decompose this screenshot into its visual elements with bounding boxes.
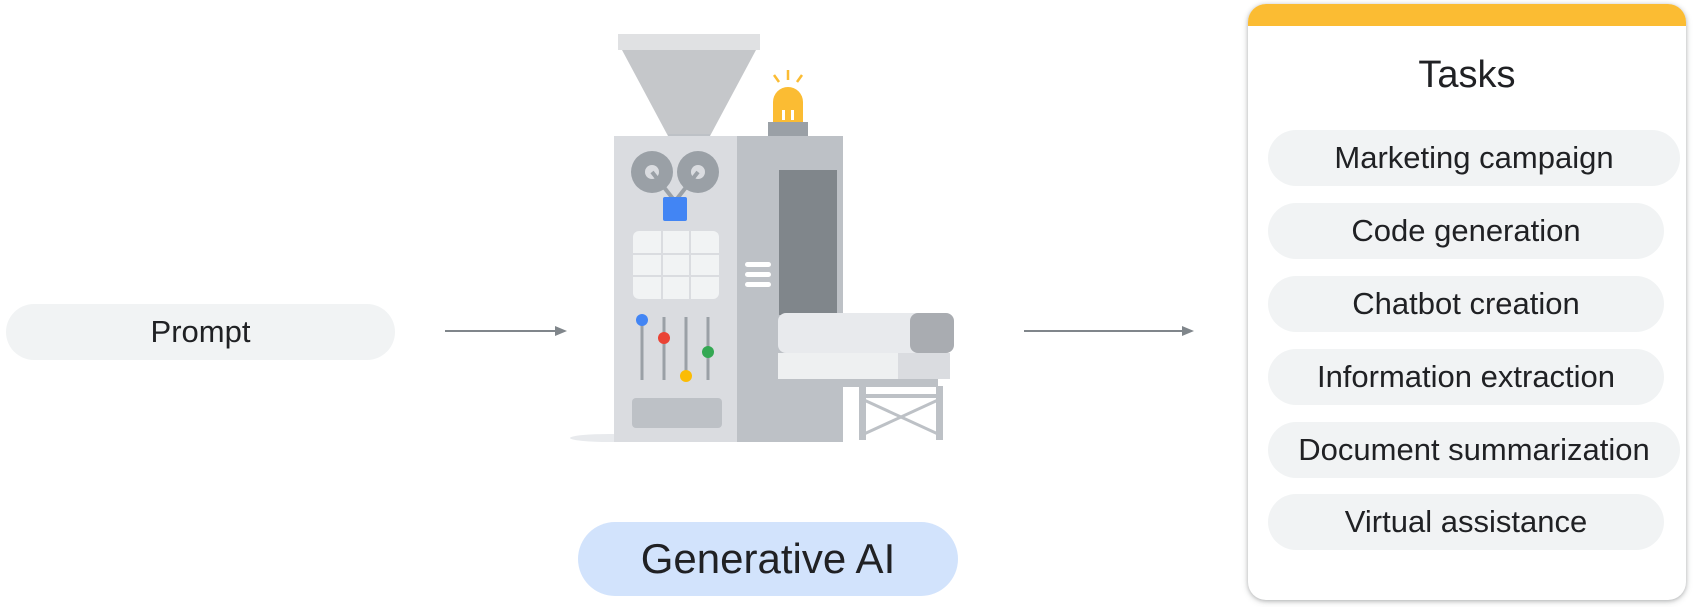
red-slider-knob [658, 332, 670, 344]
yellow-slider-knob [680, 370, 692, 382]
blue-slider-knob [636, 314, 648, 326]
machine-window [779, 170, 837, 315]
grid-panel [633, 231, 719, 299]
hopper-lid [618, 34, 760, 50]
tasks-header-bar [1248, 4, 1686, 26]
arrow-to-model [445, 326, 567, 336]
task-label: Information extraction [1316, 359, 1616, 394]
warning-light-icon [773, 87, 803, 122]
task-pill: Marketing campaign [1268, 130, 1680, 186]
generative-ai-label: Generative AI [578, 522, 958, 596]
prompt-pill: Prompt [6, 304, 395, 360]
tasks-title: Tasks [1418, 54, 1516, 96]
task-label: Document summarization [1298, 432, 1650, 467]
task-label: Code generation [1351, 213, 1581, 248]
generative-ai-text: Generative AI [640, 535, 896, 582]
task-pill: Code generation [1268, 203, 1664, 259]
tasks-card: Tasks Marketing campaign Code generation… [1248, 4, 1686, 600]
conveyor-top [778, 313, 950, 353]
task-pill: Document summarization [1268, 422, 1680, 478]
blue-block [663, 197, 687, 221]
hopper [622, 50, 756, 136]
task-pill: Chatbot creation [1268, 276, 1664, 332]
task-label: Virtual assistance [1344, 504, 1588, 539]
task-pill: Virtual assistance [1268, 494, 1664, 550]
machine-slot [632, 398, 722, 428]
task-pill: Information extraction [1268, 349, 1664, 405]
arrow-to-tasks [1024, 326, 1194, 336]
task-label: Marketing campaign [1334, 140, 1614, 175]
generative-ai-machine-illustration [570, 34, 954, 442]
prompt-label: Prompt [150, 314, 251, 349]
task-label: Chatbot creation [1352, 286, 1580, 321]
green-slider-knob [702, 346, 714, 358]
